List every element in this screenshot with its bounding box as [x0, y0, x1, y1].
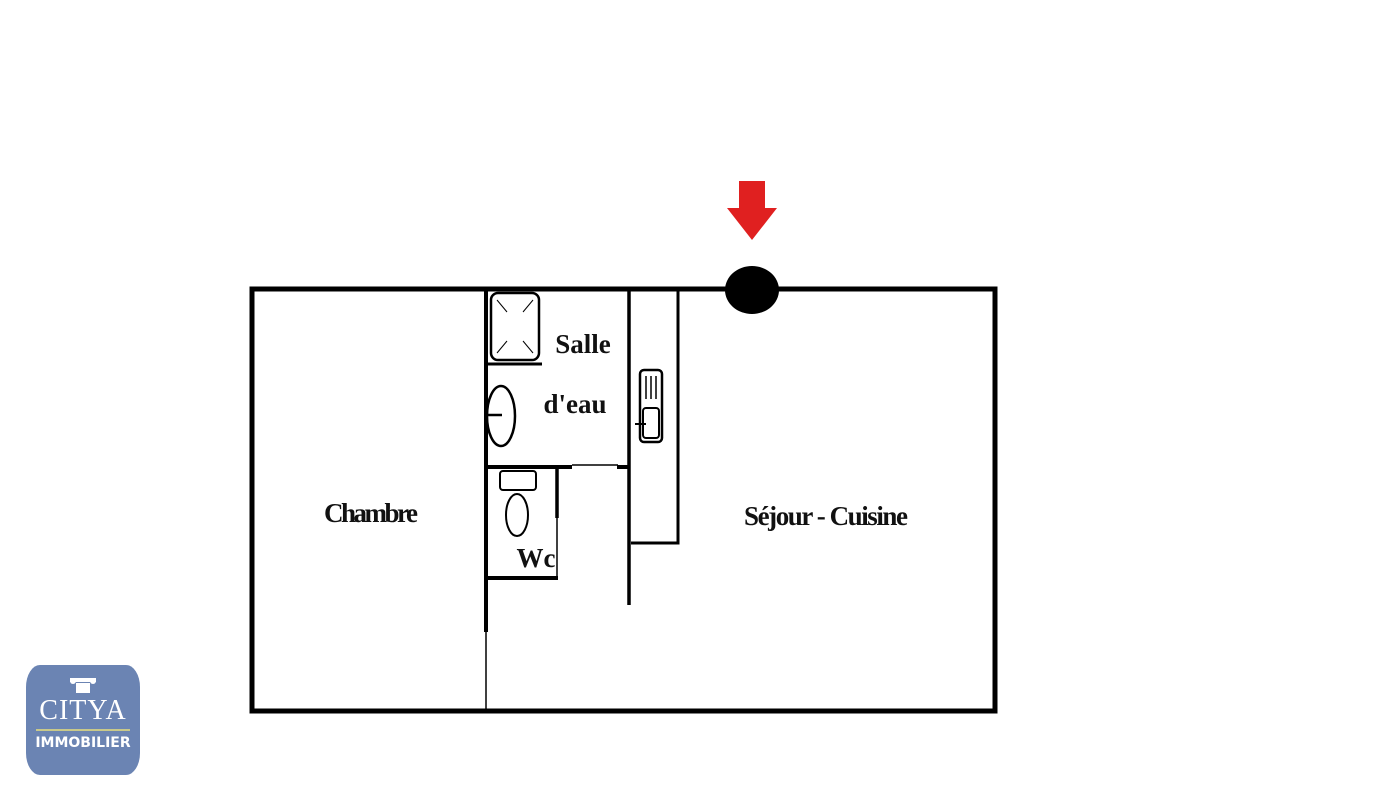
- stove-icon: [638, 368, 664, 444]
- room-label-wc: Wc: [517, 543, 556, 573]
- citya-logo: CITYA IMMOBILIER: [26, 665, 140, 775]
- column-capital-icon: [70, 678, 96, 693]
- room-label-salle: Salle: [555, 329, 611, 359]
- entrance-arrow-icon: [727, 181, 777, 240]
- entrance-dot: [725, 266, 779, 314]
- room-label-chambre: Chambre: [324, 498, 418, 528]
- room-label-deau: d'eau: [543, 389, 606, 419]
- shower-icon: [489, 291, 541, 362]
- outer-walls: [249, 286, 998, 714]
- toilet-bowl-icon: [505, 493, 529, 537]
- toilet-tank-icon: [499, 470, 537, 491]
- room-label-sejour: Séjour - Cuisine: [744, 501, 908, 531]
- logo-subtitle: IMMOBILIER: [35, 735, 131, 751]
- logo-divider: [36, 729, 130, 731]
- kitchen-counter: [631, 289, 680, 545]
- logo-brand: CITYA: [39, 695, 127, 726]
